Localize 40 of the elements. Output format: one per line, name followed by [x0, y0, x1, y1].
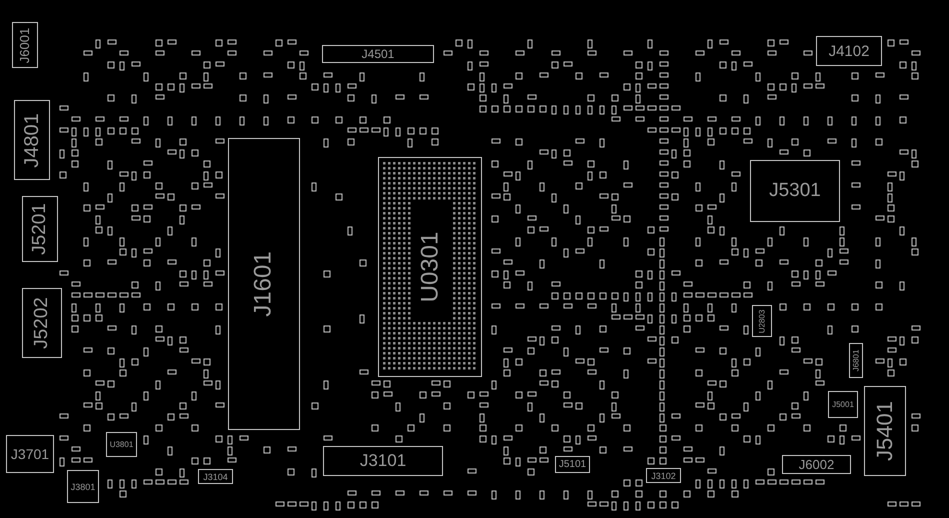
- reference-designator: J4801: [20, 112, 44, 168]
- reference-designator: J3801: [70, 482, 96, 492]
- reference-designator: J6002: [798, 457, 834, 472]
- component-outline: [6, 435, 54, 473]
- reference-designator: J5101: [558, 459, 586, 470]
- component-outline: [646, 468, 681, 483]
- component-outline: [555, 456, 590, 473]
- component-outline: [750, 160, 840, 222]
- reference-designator: J1601: [250, 251, 278, 317]
- component-outline: [323, 446, 443, 476]
- component-outline: [849, 343, 863, 378]
- reference-designator: U2803: [758, 309, 766, 333]
- reference-designator: J5001: [832, 400, 854, 409]
- component-outline: [864, 386, 906, 476]
- reference-designator: J3104: [203, 472, 228, 482]
- reference-designator: J6801: [852, 350, 860, 372]
- component-outline: [828, 391, 858, 418]
- reference-designator: J3701: [10, 446, 50, 462]
- reference-designator: J5201: [29, 203, 51, 255]
- component-outline: [67, 470, 99, 503]
- component-outline: [106, 432, 137, 457]
- component-outline: [14, 100, 50, 180]
- reference-designator: J3102: [651, 470, 676, 480]
- reference-designator: J3101: [360, 451, 406, 471]
- reference-designator: J6001: [18, 27, 32, 63]
- component-outline: [816, 36, 882, 66]
- reference-designator: J5202: [31, 297, 53, 349]
- component-outline: [22, 288, 62, 358]
- reference-designator: J4102: [828, 42, 870, 60]
- component-outline: [198, 469, 233, 484]
- reference-designator: J4501: [362, 47, 394, 61]
- reference-designator: J5401: [872, 401, 898, 461]
- component-outline: [12, 22, 38, 68]
- component-outline: [228, 138, 300, 430]
- component-outline: [22, 196, 58, 262]
- component-outline: [782, 455, 851, 474]
- component-outline: [752, 305, 772, 337]
- reference-designator: J5301: [769, 180, 821, 202]
- component-outline: [322, 45, 434, 63]
- reference-designator: U3801: [110, 440, 134, 449]
